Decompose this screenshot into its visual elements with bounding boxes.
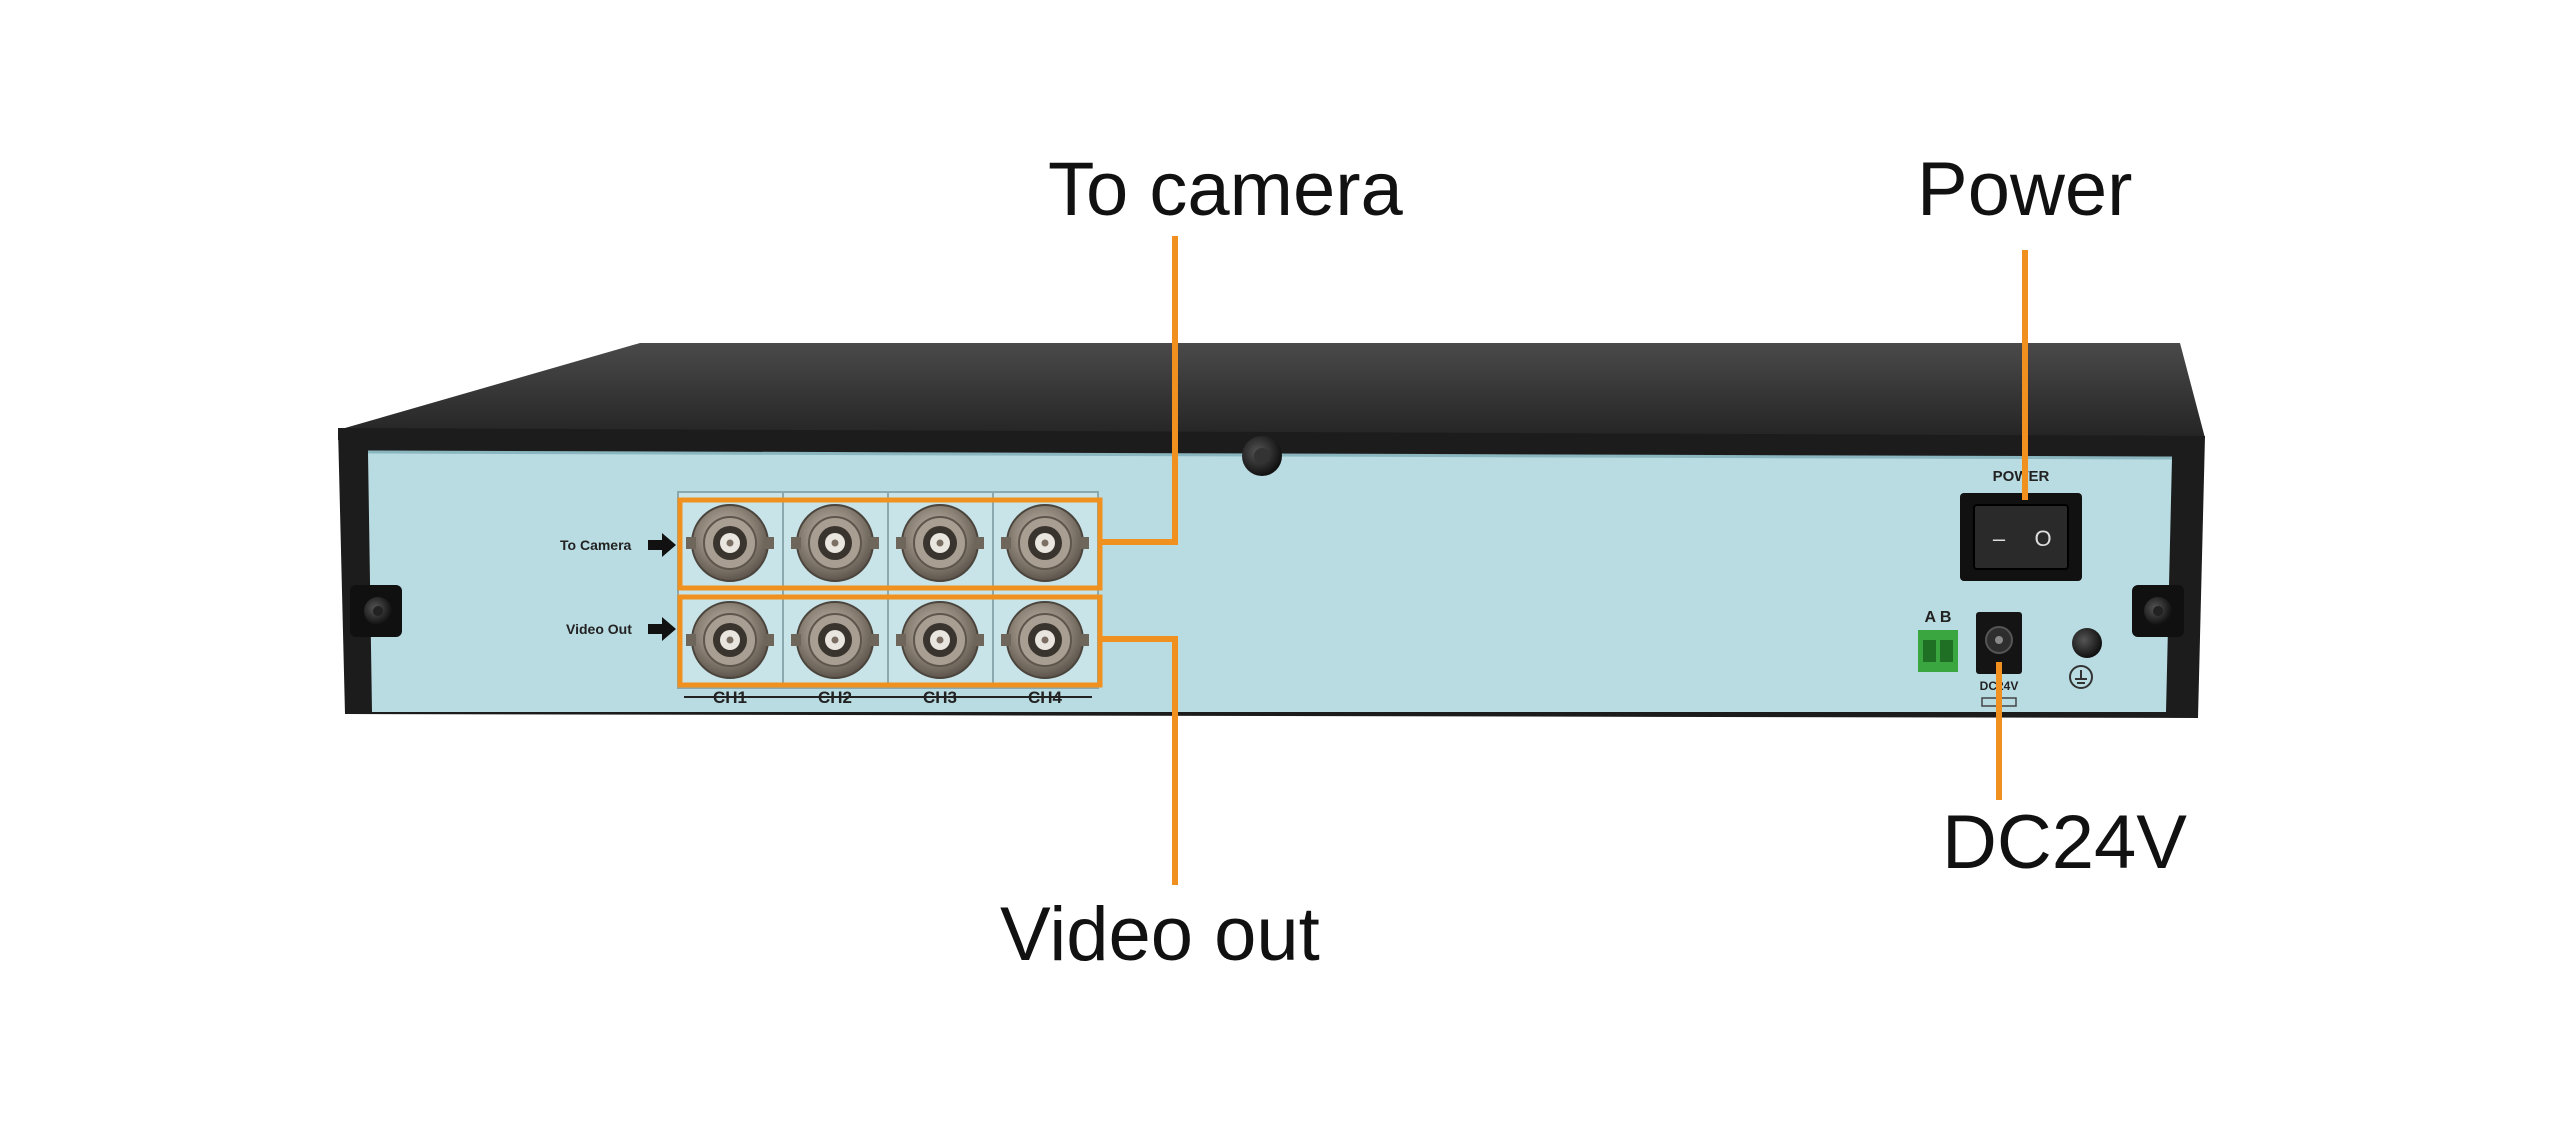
video-out-bnc-connector-ch4[interactable] — [1001, 601, 1089, 679]
dvr-device: To Camera Video Out CH1 CH2 CH3 CH4 POWE… — [338, 343, 2205, 718]
right-mount-screw-icon — [2132, 585, 2184, 637]
to-camera-bnc-connector-ch3[interactable] — [896, 504, 984, 582]
rs485-terminal[interactable]: A B — [1918, 609, 1958, 672]
video-out-panel-label: Video Out — [566, 621, 632, 637]
callouts: To camera Power Video out DC24V — [677, 147, 2187, 977]
to-camera-callout: To camera — [1048, 147, 1404, 232]
channel-label: CH3 — [923, 688, 957, 707]
rear-panel — [368, 452, 2172, 712]
to-camera-bnc-connector-ch4[interactable] — [1001, 504, 1089, 582]
video-out-leader-line — [1100, 636, 1178, 885]
to-camera-panel-label: To Camera — [560, 537, 632, 553]
top-cover — [338, 343, 2205, 440]
to-camera-bnc-connector-ch1[interactable] — [686, 504, 774, 582]
terminal-label: A B — [1925, 609, 1952, 626]
switch-on-mark: O — [2034, 526, 2051, 551]
to-camera-arrow-icon — [648, 533, 676, 557]
video-out-bnc-connector-ch3[interactable] — [896, 601, 984, 679]
video-out-bnc-connector-ch2[interactable] — [791, 601, 879, 679]
channel-labels: CH1 CH2 CH3 CH4 — [684, 688, 1092, 707]
to-camera-leader-line — [1100, 236, 1178, 545]
power-panel-label: POWER — [1993, 468, 2050, 485]
power-callout: Power — [1917, 147, 2132, 232]
channel-label: CH4 — [1028, 688, 1063, 707]
left-mount-screw-icon — [350, 585, 402, 637]
channel-label: CH2 — [818, 688, 852, 707]
power-switch[interactable]: POWER – O — [1960, 468, 2082, 581]
bnc-connectors — [686, 504, 1089, 679]
video-out-arrow-icon — [648, 617, 676, 641]
ground-terminal-icon — [2069, 628, 2102, 689]
channel-label: CH1 — [713, 688, 747, 707]
video-out-bnc-connector-ch1[interactable] — [686, 601, 774, 679]
video-out-callout: Video out — [1000, 892, 1320, 977]
to-camera-bnc-connector-ch2[interactable] — [791, 504, 879, 582]
dc24v-callout: DC24V — [1942, 800, 2187, 885]
switch-off-mark: – — [1993, 526, 2006, 551]
